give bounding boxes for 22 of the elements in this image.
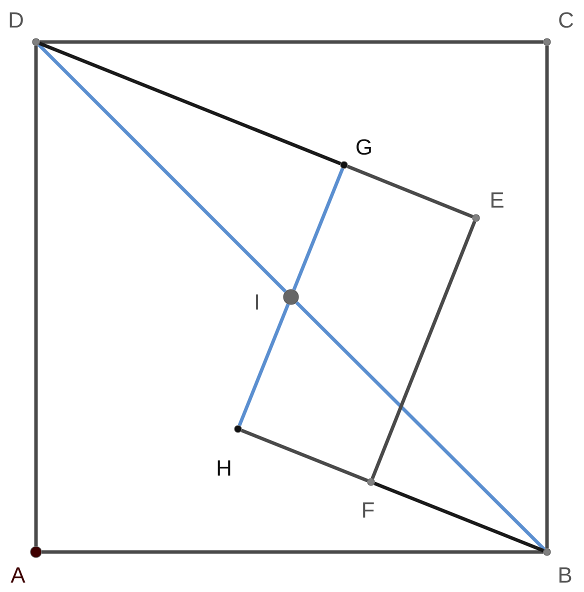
point-label: G [356,139,371,155]
point-label: E [491,192,504,208]
line-segment [42,550,544,554]
line-segment [370,220,476,480]
line-segment [34,46,38,546]
line-segment [240,428,368,482]
point-label: C [559,12,574,28]
point-label: A [10,567,26,583]
line-segment [374,482,544,552]
line-segment [40,40,544,44]
line-segment [545,46,549,548]
line-segment [346,164,474,218]
line-segment [238,304,290,426]
point-label: H [218,460,230,476]
line-segment [38,42,342,166]
line-segment [37,43,287,293]
line-segment [295,301,546,551]
point-label: D [10,12,23,28]
point-label: F [363,502,374,518]
point-label: B [559,567,572,583]
line-segment [292,168,344,290]
point-label: I [256,294,258,310]
